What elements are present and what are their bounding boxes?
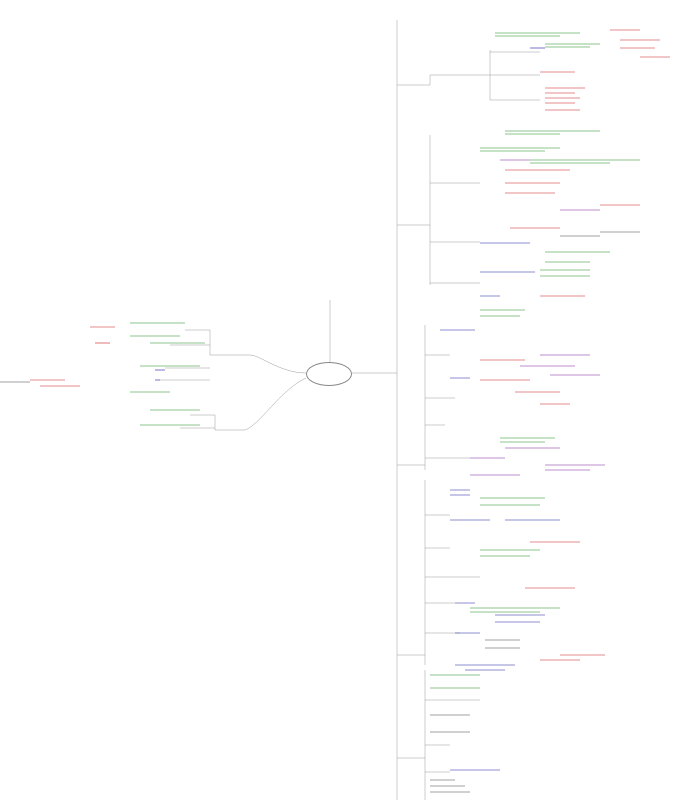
central-topic-node[interactable] bbox=[306, 362, 352, 386]
connector-lines bbox=[160, 20, 540, 800]
dense-label-strokes bbox=[0, 29, 670, 793]
